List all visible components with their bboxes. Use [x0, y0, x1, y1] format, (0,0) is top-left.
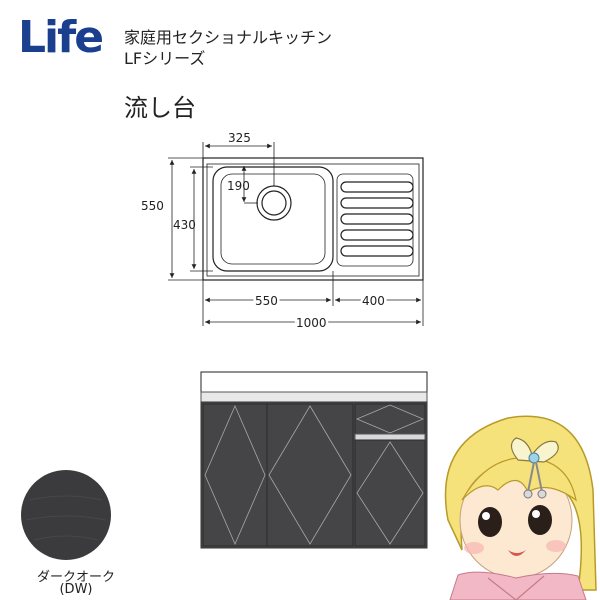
- color-swatch: [21, 470, 111, 560]
- cabinet-door-right: [354, 439, 426, 547]
- dim-drain-offset-label: 190: [227, 179, 250, 193]
- sink-front-view: [200, 371, 428, 549]
- countertop-front: [200, 371, 428, 393]
- dim-drainboard-width-label: 400: [362, 294, 385, 308]
- drawer-rail: [354, 433, 426, 441]
- door-diamond: [355, 404, 425, 434]
- sink-plan-view: [202, 157, 424, 281]
- cabinet-drawer: [354, 403, 426, 435]
- drainboard-rib: [340, 229, 414, 241]
- countertop-inner-edge: [206, 163, 420, 277]
- drainboard-rib: [340, 181, 414, 193]
- cabinet-door-left: [202, 403, 268, 547]
- countertop-outline: [202, 157, 424, 281]
- door-diamond: [268, 405, 352, 545]
- drainboard-rib: [340, 197, 414, 209]
- series-code: LFシリーズ: [124, 49, 206, 68]
- dim-sink-width-label: 550: [255, 294, 278, 308]
- drainboard-rib: [340, 213, 414, 225]
- dim-top-label: 325: [228, 131, 251, 145]
- drainboard-rib: [340, 245, 414, 257]
- door-diamond: [204, 404, 266, 546]
- sink-bowl-outer: [212, 166, 334, 272]
- dim-depth-outer-label: 550: [141, 199, 164, 213]
- color-code: (DW): [59, 582, 93, 597]
- countertop-edge: [200, 391, 428, 403]
- life-logo: Life: [18, 12, 104, 63]
- color-name: ダークオーク: [36, 570, 115, 585]
- dim-total-width-label: 1000: [296, 316, 327, 330]
- dim-depth-inner-label: 430: [173, 218, 196, 232]
- drain-inner: [261, 190, 287, 216]
- door-diamond: [356, 441, 424, 545]
- dimension-lines: [168, 142, 424, 326]
- series-name: 家庭用セクショナルキッチン: [124, 28, 333, 47]
- product-title: 流し台: [124, 94, 196, 122]
- mascot-illustration: [444, 415, 597, 600]
- cabinet-door-center: [266, 403, 354, 547]
- sink-bowl-inner: [220, 173, 326, 265]
